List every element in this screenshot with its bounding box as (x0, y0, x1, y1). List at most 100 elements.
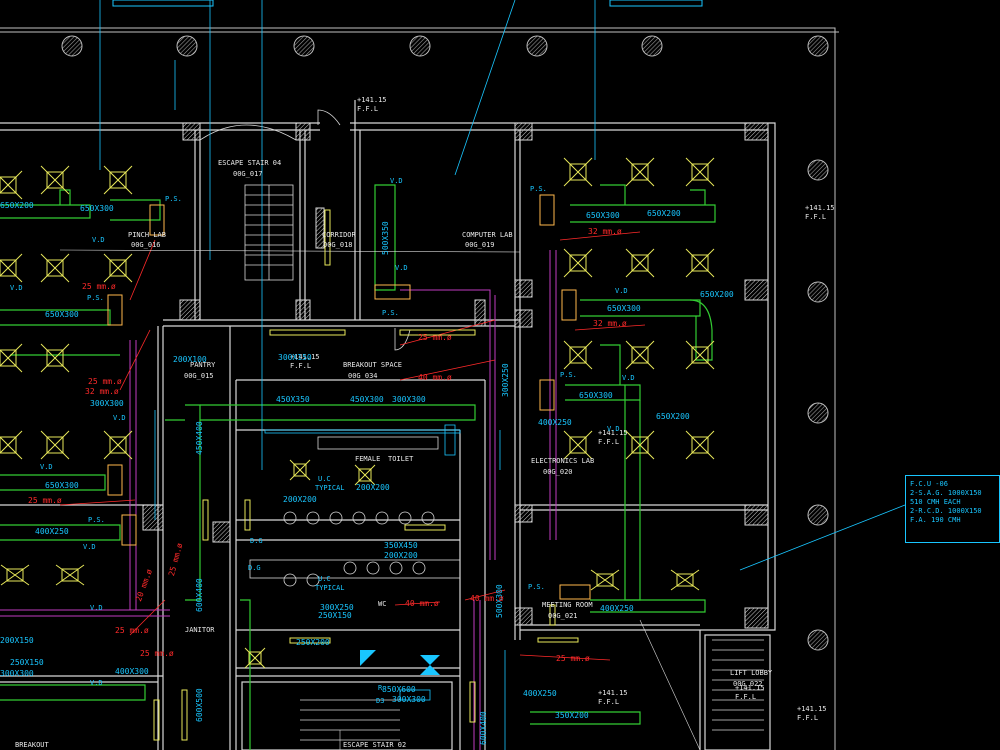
room-code-computer-lab: 00G_019 (465, 241, 495, 249)
duct-size-label: 300X300 (90, 399, 124, 408)
duct-size-label: 650X200 (0, 201, 34, 210)
wall-blocks (142, 122, 769, 629)
level-tag: +141.15 (735, 684, 765, 692)
toilet-fixtures (249, 436, 461, 587)
room-label-female-toilet: FEMALE (355, 455, 381, 463)
refrigerant-size-label: 32 mm.ø (588, 227, 622, 236)
duct-size-label: 600X400 (195, 578, 204, 612)
room-label-janitor: JANITOR (185, 626, 215, 634)
room-label-breakout-space: BREAKOUT SPACE (343, 361, 403, 369)
volume-damper-tag: V.D (607, 425, 620, 433)
leader-lines (99, 0, 906, 750)
undercut-tag: U.C (318, 475, 331, 483)
level-ref: F.F.L (598, 698, 620, 706)
duct-size-label: 200X200 (283, 495, 317, 504)
duct-size-label: 350X450 (384, 541, 418, 550)
door-grille-tag: D.G (250, 537, 263, 545)
duct-size-label: 400X250 (538, 418, 572, 427)
level-tag: +141.15 (598, 689, 628, 697)
duct-size-label: 200X200 (356, 483, 390, 492)
legend-line: 2-S.A.G. 1000X150 (910, 489, 982, 497)
duct-size-label: 300X150 (278, 353, 312, 362)
room-code-lift-lobby: 00G_022 (733, 680, 763, 688)
duct-size-label: 650X200 (656, 412, 690, 421)
volume-damper-tag: V.D (395, 264, 408, 272)
duct-size-label: 250X200 (296, 638, 330, 647)
duct-size-label: 300X300 (392, 695, 426, 704)
ceiling-diffusers (0, 157, 715, 669)
room-label-escape-stair-bottom: ESCAPE STAIR 02 (343, 741, 407, 749)
room-label-corridor: CORRIDOR (322, 231, 356, 239)
duct-size-label: 200X150 (0, 636, 34, 645)
duct-size-label: 350X200 (555, 711, 589, 720)
room-code-breakout-space: 00G_034 (348, 372, 378, 380)
refrigerant-size-label: 25 mm.ø (140, 649, 174, 658)
room-label-wc: WC (378, 600, 387, 608)
volume-damper-tag: V.D (92, 236, 105, 244)
room-label-breakout-bottom: BREAKOUT (15, 741, 49, 749)
pressure-sensor-tag: P.S. (530, 185, 547, 193)
room-code-meeting-room: 00G_021 (548, 612, 578, 620)
duct-size-label: 500X350 (381, 221, 390, 255)
duct-size-label: 450X400 (195, 421, 204, 455)
room-label-pinch-lab: PINCH LAB (128, 231, 166, 239)
refrigerant-lines (59, 231, 646, 661)
duct-size-label: 650X300 (586, 211, 620, 220)
room-code-escape-stair-top: 00G_017 (233, 170, 263, 178)
room-code-corridor: 00G_018 (323, 241, 353, 249)
level-tag: +141.15 (290, 353, 320, 361)
legend-line: F.A. 190 CMH (910, 516, 961, 524)
extract-ducts (0, 250, 557, 750)
volume-damper-tag: V.D (40, 463, 53, 471)
room-label-escape-stair-top: ESCAPE STAIR 04 (218, 159, 282, 167)
duct-size-label: 300X250 (320, 603, 354, 612)
pressure-sensor-tag: P.S. (87, 294, 104, 302)
duct-size-label: 600X500 (195, 688, 204, 722)
door-grille-tag: D.G (248, 564, 261, 572)
level-ref: F.F.L (598, 438, 620, 446)
room-label-electronics-lab: ELECTRONICS LAB (531, 457, 595, 465)
linear-diffusers (153, 209, 579, 741)
refrigerant-size-label: 25 mm.ø (88, 377, 122, 386)
duct-size-label: 600X400 (479, 711, 488, 745)
refrigerant-size-label: 40 mm.ø (418, 373, 452, 382)
refrigerant-size-label: 32 mm.ø (593, 319, 627, 328)
volume-damper-tag: V.D (10, 284, 23, 292)
refrigerant-size-label: 32 mm.ø (85, 387, 119, 396)
duct-size-label: 650X200 (700, 290, 734, 299)
refrigerant-size-label: 25 mm.ø (28, 496, 62, 505)
duct-size-label: 400X250 (523, 689, 557, 698)
room-code-pinch-lab: 00G_016 (131, 241, 161, 249)
stair-treads (199, 109, 764, 741)
duct-size-label: 400X250 (600, 604, 634, 613)
level-ref: F.F.L (357, 105, 379, 113)
room-code-female-toilet: TOILET (388, 455, 414, 463)
diffuser-type-tag: D3 (376, 697, 385, 705)
fcu-legend-box: F.C.U -06 2-S.A.G. 1000X150 510 CMH EACH… (905, 475, 1000, 543)
refrigerant-size-label: 25 mm.ø (418, 333, 452, 342)
legend-line: F.C.U -06 (910, 480, 948, 488)
pressure-sensor-tag: P.S. (382, 309, 399, 317)
duct-size-label: 250X150 (10, 658, 44, 667)
duct-size-label: 450X350 (276, 395, 310, 404)
refrigerant-size-label: 40 mm.ø (470, 594, 504, 603)
outer-boundary (0, 0, 839, 750)
legend-line: 2-R.C.D. 1000X150 (910, 507, 982, 515)
room-code-pantry: 00G_015 (184, 372, 214, 380)
riser-tag: R (378, 684, 383, 692)
duct-size-label: 650X300 (579, 391, 613, 400)
duct-size-label: 250X150 (318, 611, 352, 620)
column-circles (61, 35, 829, 651)
typical-tag: TYPICAL (315, 584, 345, 592)
duct-size-label: 850X600 (382, 685, 416, 694)
room-label-lift-lobby: LIFT LOBBY (730, 669, 773, 677)
room-code-electronics-lab: 00G_020 (543, 468, 573, 476)
duct-size-label: 650X300 (45, 310, 79, 319)
level-ref: F.F.L (797, 714, 819, 722)
supply-ducts (0, 184, 716, 750)
room-label-pantry: PANTRY (190, 361, 216, 369)
duct-size-label: 300X250 (501, 363, 510, 397)
volume-damper-tag: V.D (622, 374, 635, 382)
duct-size-label: 300X300 (392, 395, 426, 404)
